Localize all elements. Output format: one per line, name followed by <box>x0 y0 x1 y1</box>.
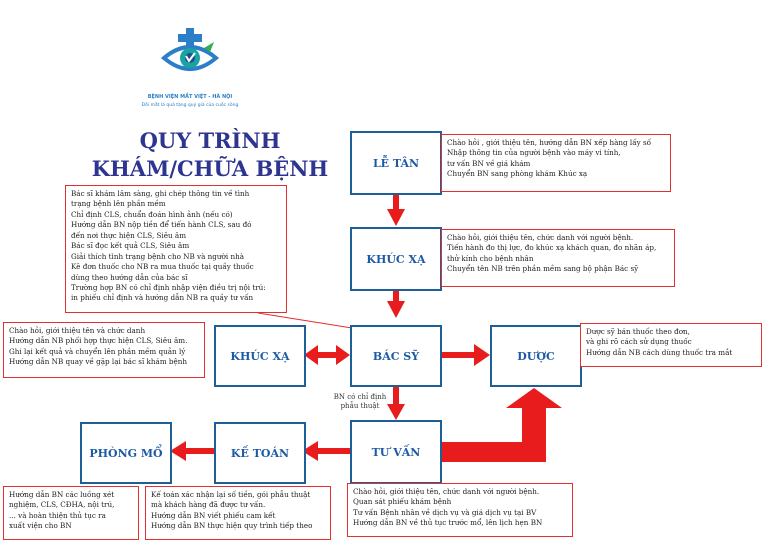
note-line: mà khách hàng đã được tư vấn. <box>151 500 266 510</box>
edge-label-line2: phẫu thuật <box>340 402 380 411</box>
note-line: trạng bệnh lên phần mềm <box>71 199 166 209</box>
note-duoc: Dược sỹ bán thuốc theo đơn, và ghi rõ cá… <box>580 323 762 367</box>
note-line: tư vấn BN về giá khám <box>447 158 531 168</box>
note-line: in phiếu chỉ định và hướng dẫn NB ra quầ… <box>71 293 254 303</box>
note-line: Hướng dẫn BN các luồng xét <box>9 490 115 499</box>
note-line: Chào hỏi, giới thiệu tên, chức danh với … <box>353 487 540 496</box>
note-line: Hướng dẫn BN thực hiện quy trình tiếp th… <box>151 521 313 531</box>
note-line: Kế toán xác nhận lại số tiền, gói phẫu t… <box>151 490 311 499</box>
edge-label-surgery: BN có chỉ định phẫu thuật <box>328 393 392 411</box>
node-khuc-xa-side: KHÚC XẠ <box>214 325 306 387</box>
note-line: Chuyển BN sang phòng khám Khúc xạ <box>447 169 588 179</box>
note-line: Bác sĩ khám lâm sàng, ghi chép thông tin… <box>71 189 250 198</box>
note-le-tan: Chào hỏi , giới thiệu tên, hướng dẫn BN … <box>441 134 671 192</box>
note-line: Nhập thông tin của người bệnh vào máy vi… <box>447 148 621 158</box>
note-bac-sy: Bác sĩ khám lâm sàng, ghi chép thông tin… <box>65 185 287 313</box>
note-line: Chào hỏi, giới thiệu tên, chức danh với … <box>447 233 634 242</box>
note-line: thử kính cho bệnh nhân <box>447 253 534 263</box>
note-line: Quan sát phiếu khám bệnh <box>353 497 452 507</box>
arrow-ketoan-to-phongmo <box>170 441 216 461</box>
arrow-khucxa-to-bacsy <box>387 287 405 318</box>
arrow-letan-to-khucxa <box>387 195 405 226</box>
note-line: Ghi lại kết quả và chuyển lên phần mềm q… <box>9 346 186 356</box>
edge-label-line1: BN có chỉ định <box>333 393 387 401</box>
node-phong-mo: PHÒNG MỔ <box>80 422 172 484</box>
arrow-bacsy-to-tuvan <box>387 384 405 420</box>
note-line: Hướng dẫn NB phối hợp thực hiện CLS, Siê… <box>9 336 188 346</box>
page-title-line1: QUY TRÌNH <box>139 128 281 153</box>
note-line: Hướng dẫn BN về thủ tục trước mổ, lên lị… <box>353 518 543 528</box>
note-line: Chào hỏi , giới thiệu tên, hướng dẫn BN … <box>447 138 652 147</box>
arrow-tuvan-to-ketoan <box>302 441 350 461</box>
note-line: Hướng dẫn NB cách dùng thuốc tra mắt <box>586 347 733 357</box>
note-line: Hướng dẫn BN nộp tiền để tiến hành CLS, … <box>71 220 252 230</box>
note-line: và ghi rõ cách sử dụng thuốc <box>586 337 692 347</box>
note-line: Hướng dẫn BN viết phiếu cam kết <box>151 510 276 520</box>
arrow-tuvan-to-duoc <box>438 388 562 462</box>
node-khuc-xa-main: KHÚC XẠ <box>350 227 442 291</box>
hospital-name: BỆNH VIỆN MẮT VIỆT - HÀ NỘI <box>147 94 233 100</box>
note-line: Hướng dẫn NB quay về gặp lại bác sĩ khám… <box>9 357 188 367</box>
hospital-logo-icon <box>160 26 220 84</box>
note-line: Tư vấn Bệnh nhân về dịch vụ và giá dịch … <box>353 507 537 517</box>
note-khuc-xa-side: Chào hỏi, giới thiệu tên và chức danh Hư… <box>3 322 205 378</box>
note-line: Giải thích tình trạng bệnh cho NB và ngư… <box>71 251 244 261</box>
note-phong-mo: Hướng dẫn BN các luồng xét nghiệm, CLS, … <box>3 486 139 540</box>
note-khuc-xa-main: Chào hỏi, giới thiệu tên, chức danh với … <box>441 229 675 287</box>
note-line: Kê đơn thuốc cho NB ra mua thuốc tại quầ… <box>71 262 254 272</box>
note-tu-van: Chào hỏi, giới thiệu tên, chức danh với … <box>347 483 573 537</box>
arrow-bacsy-to-duoc <box>442 344 490 366</box>
note-line: Dược sỹ bán thuốc theo đơn, <box>586 327 690 336</box>
note-line: Tiến hành đo thị lực, đo khúc xạ khách q… <box>447 243 657 253</box>
note-line: Bác sĩ đọc kết quả CLS, Siêu âm <box>71 241 190 251</box>
note-line: dùng theo hướng dẫn của bác sĩ <box>71 272 188 282</box>
note-line: Chào hỏi, giới thiệu tên và chức danh <box>9 326 146 335</box>
node-le-tan: LỄ TÂN <box>350 131 442 195</box>
note-line: Trường hợp BN có chỉ định nhập viện điều… <box>71 282 266 292</box>
node-tu-van: TƯ VẤN <box>350 420 442 484</box>
hospital-slogan: Đôi mắt là quà tặng quý giá của cuộc sốn… <box>141 103 239 108</box>
note-line: nghiệm, CLS, CĐHA, nội trú, <box>9 500 115 510</box>
note-line: xuất viện cho BN <box>9 521 72 531</box>
note-ke-toan: Kế toán xác nhận lại số tiền, gói phẫu t… <box>145 486 331 540</box>
note-line: đến nơi thực hiện CLS, Siêu âm <box>71 230 187 240</box>
note-line: Chỉ định CLS, chuẩn đoán hình ảnh (nếu c… <box>71 209 233 219</box>
note-line: Chuyển tên NB trên phần mềm sang bộ phận… <box>447 264 639 274</box>
node-duoc: DƯỢC <box>490 325 582 387</box>
page-title-line2: KHÁM/CHỮA BỆNH <box>91 156 329 181</box>
note-connector-line <box>257 312 353 329</box>
arrow-bacsy-to-khucxa-side <box>304 345 350 365</box>
note-line: ... và hoàn thiện thủ tục ra <box>9 510 106 520</box>
node-ke-toan: KẾ TOÁN <box>214 422 306 484</box>
node-bac-sy: BÁC SỸ <box>350 325 442 387</box>
